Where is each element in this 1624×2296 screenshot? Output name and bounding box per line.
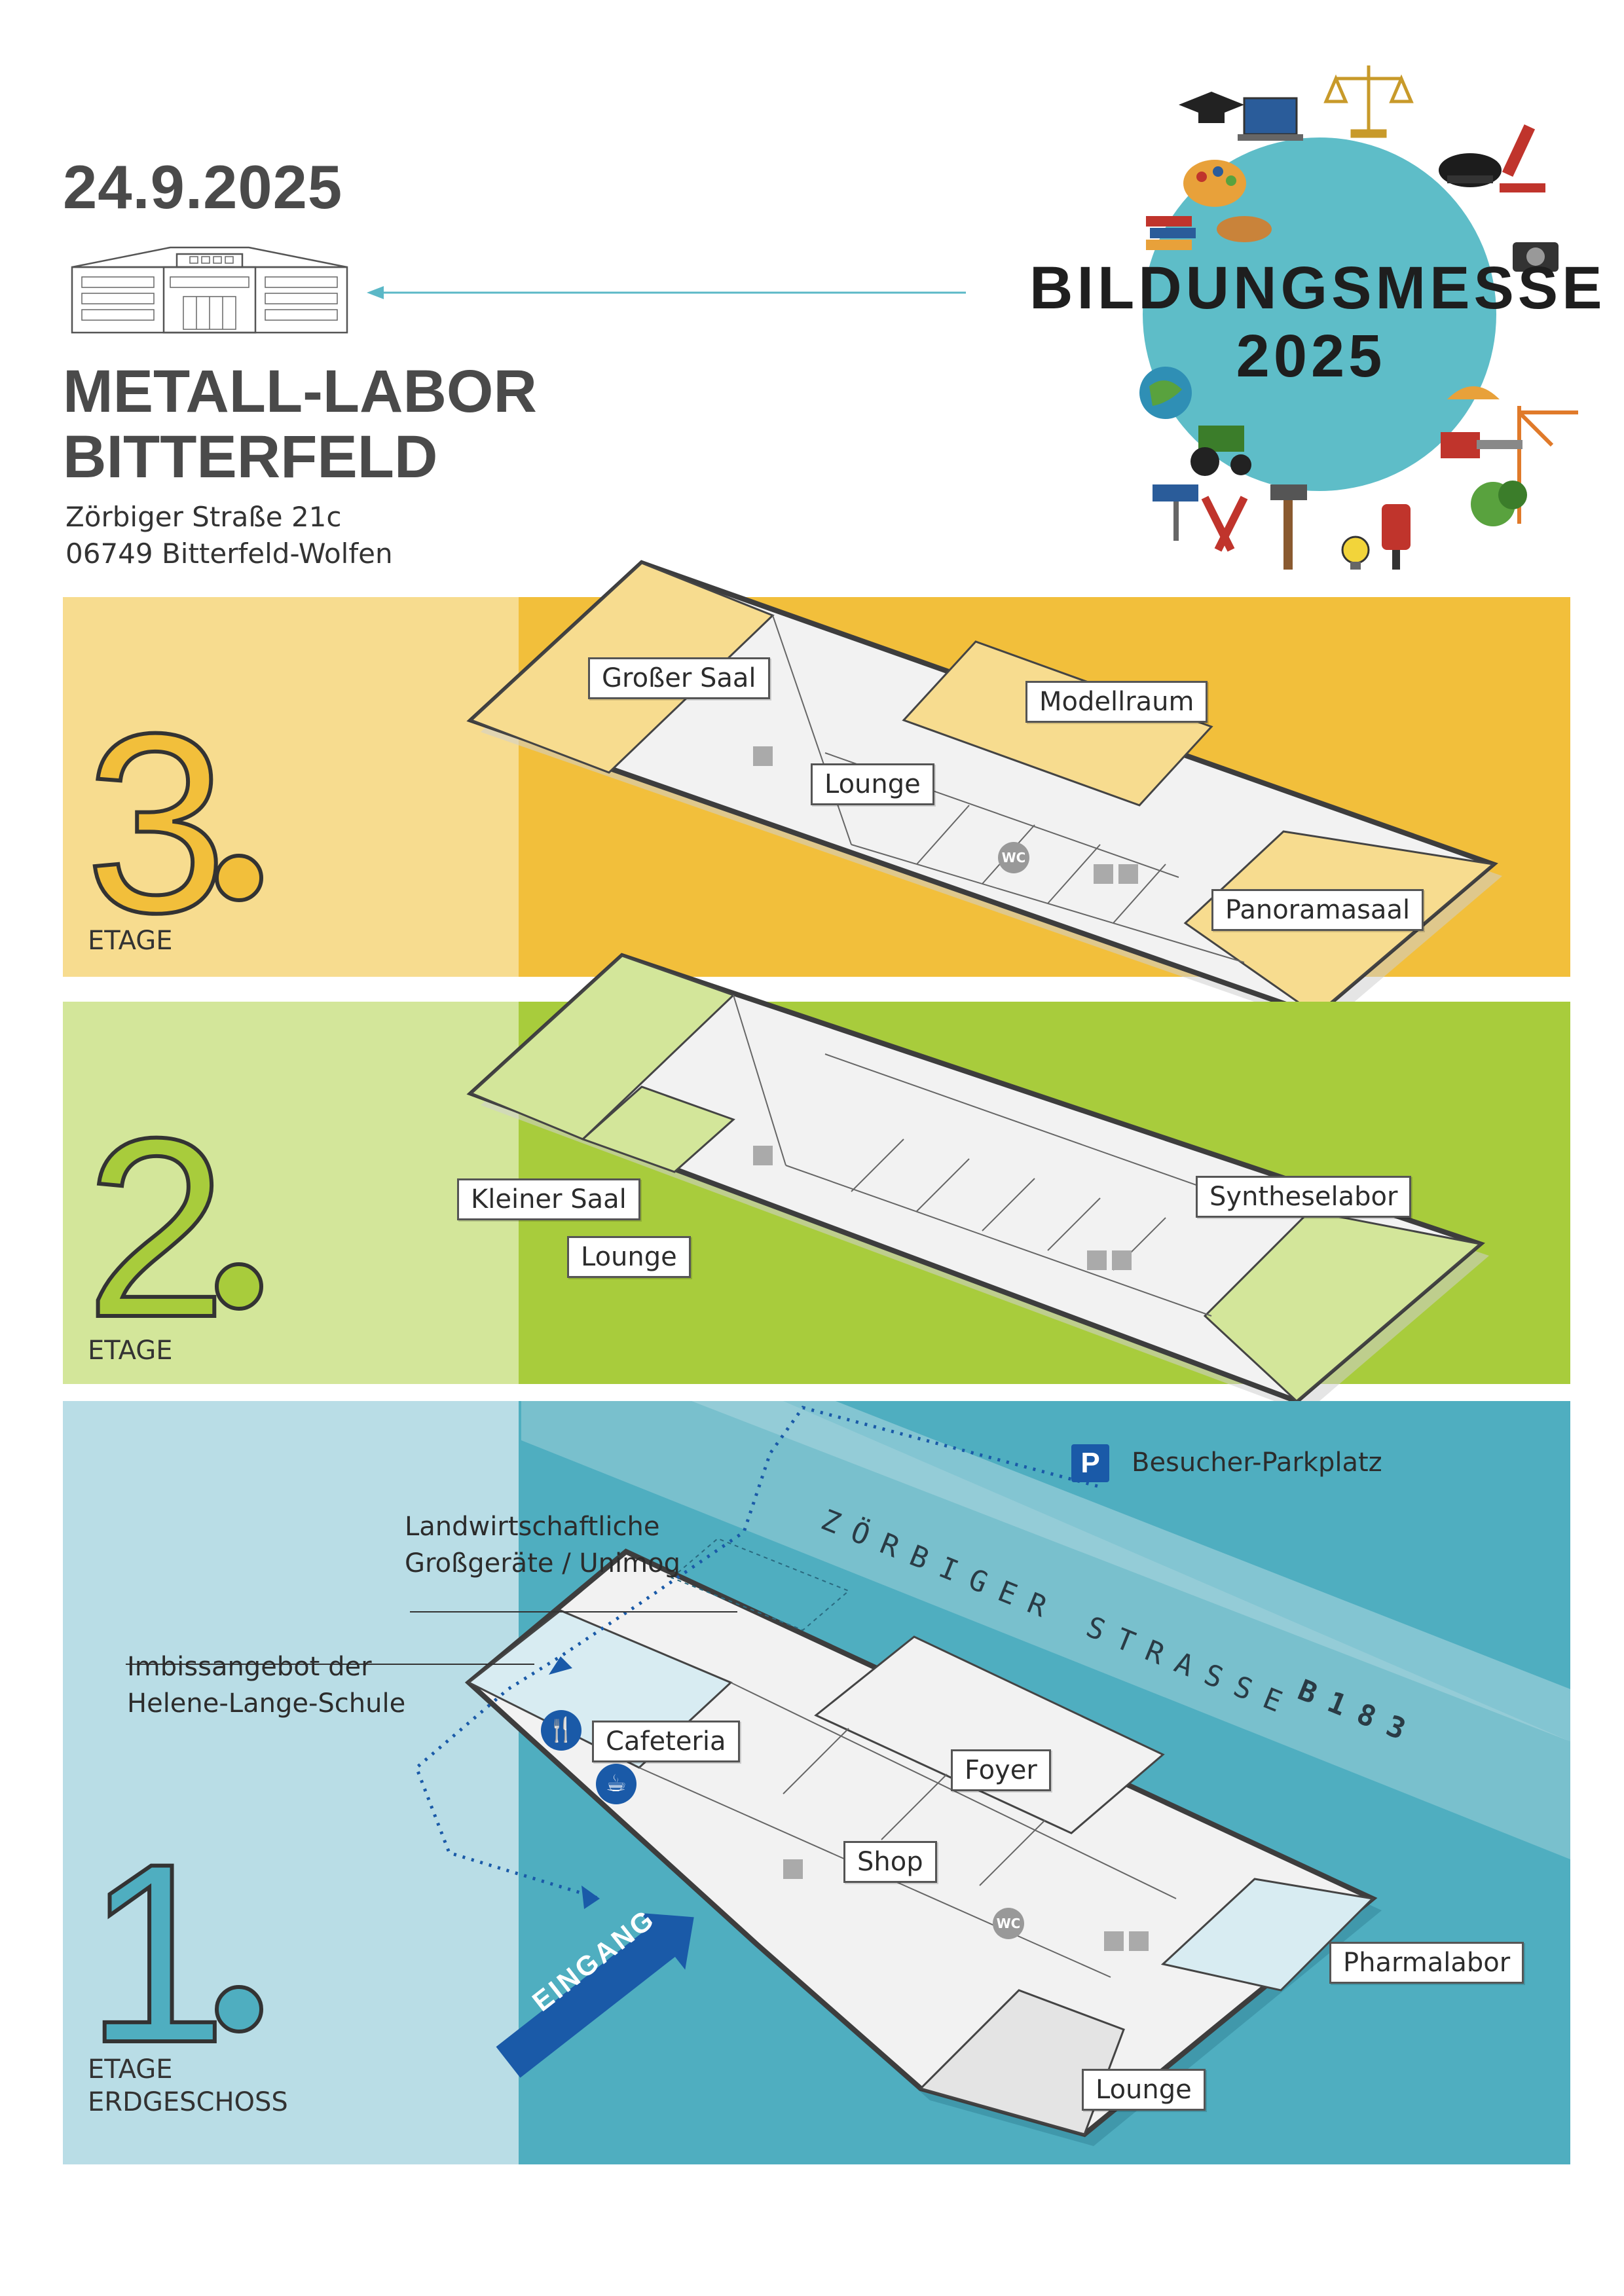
venue-address: Zörbiger Straße 21c 06749 Bitterfeld-Wol…: [65, 499, 393, 572]
stairs-icon: [1087, 1250, 1107, 1270]
entrance-arrow: [496, 1912, 694, 2078]
graduation-cap-icon: [1179, 92, 1244, 123]
unimog-annotation: Landwirtschaftliche Großgeräte / Unimog: [405, 1508, 680, 1582]
scales-icon: [1323, 65, 1414, 138]
room-label-foyer: Foyer: [951, 1749, 1051, 1791]
camera-icon: [1513, 242, 1559, 272]
address-city: 06749 Bitterfeld-Wolfen: [65, 538, 393, 570]
unimog-area: [671, 1537, 850, 1631]
books-icon: [1146, 216, 1196, 250]
palette-icon: [1183, 160, 1246, 207]
room-label-lounge-2: Lounge: [567, 1236, 691, 1278]
floor-2-dot: [215, 1262, 263, 1311]
bildungsmesse-logo: [1139, 65, 1578, 570]
imbiss-line-1: Imbissangebot der: [127, 1652, 372, 1682]
venue-line-1: METALL-LABOR: [63, 358, 537, 425]
plant-icon: [1471, 481, 1527, 526]
coffee-icon: ☕: [596, 1764, 637, 1804]
elevator-icon: [1118, 864, 1138, 884]
cutlery-icon: 🍴: [541, 1710, 581, 1751]
floor-1-band-light: [63, 1401, 519, 2164]
parking-icon: P: [1071, 1444, 1109, 1482]
venue-line-2: BITTERFELD: [63, 424, 438, 490]
imbiss-line-2: Helene-Lange-Schule: [127, 1688, 406, 1719]
floor-3-number: 3: [83, 680, 229, 966]
stairs-icon: [783, 1859, 803, 1879]
floor-1-plan: [126, 1401, 1570, 2146]
floor-1-caption: ETAGE ERDGESCHOSS: [88, 2053, 288, 2119]
floor-1-caption-line-1: ETAGE: [88, 2054, 173, 2085]
tractor-icon: [1190, 426, 1251, 476]
imbiss-annotation: Imbissangebot der Helene-Lange-Schule: [127, 1649, 405, 1722]
police-cap-icon: [1439, 153, 1502, 187]
crane-icon: [1517, 406, 1578, 524]
elevator-icon: [1112, 1250, 1132, 1270]
stairs-icon: [1104, 1931, 1124, 1951]
parking-label: Besucher-Parkplatz: [1132, 1448, 1382, 1478]
logo-title: BILDUNGSMESSE: [1029, 255, 1606, 321]
wc-icon: WC: [998, 842, 1029, 873]
room-label-cafeteria: Cafeteria: [592, 1721, 740, 1762]
stairs-icon: [753, 746, 773, 766]
unimog-line-2: Großgeräte / Unimog: [405, 1548, 680, 1578]
floor-3-plan: [466, 560, 1502, 1015]
room-label-shop: Shop: [843, 1841, 937, 1883]
room-label-grosser-saal: Großer Saal: [588, 657, 770, 699]
lounge-1-area: [919, 1989, 1125, 2136]
floor-3-caption: ETAGE: [88, 926, 173, 956]
helmet-icon: [1447, 386, 1500, 399]
room-label-modellraum: Modellraum: [1025, 681, 1208, 723]
building-icon: [71, 246, 348, 334]
floor-2-number: 2: [83, 1085, 229, 1370]
paint-roller-icon: [1153, 484, 1198, 541]
floor-1-number: 1: [83, 1810, 229, 2096]
floor-3-band-light: [63, 597, 519, 977]
address-street: Zörbiger Straße 21c: [65, 501, 342, 533]
pliers-icon: [1201, 496, 1248, 552]
floor-2-plan: [466, 953, 1489, 1413]
wc-icon: WC: [993, 1908, 1024, 1939]
globe-icon: [1139, 367, 1192, 419]
bread-icon: [1217, 216, 1272, 242]
chainsaw-icon: [1441, 432, 1522, 458]
pointer-arrow: [367, 286, 966, 299]
syntheselabor-area: [1203, 1210, 1483, 1403]
venue-name: METALL-LABOR BITTERFELD: [63, 359, 537, 490]
floor-2-band-light: [63, 1002, 519, 1384]
floor-1-caption-line-2: ERDGESCHOSS: [88, 2087, 288, 2117]
stairs-icon: [753, 1146, 773, 1165]
modellraum-area: [902, 640, 1213, 807]
zoerbiger-strasse-road: [521, 1401, 1570, 1859]
logo-year: 2025: [1236, 323, 1386, 390]
floor-1-dot: [215, 1985, 263, 2033]
unimog-line-1: Landwirtschaftliche: [405, 1512, 660, 1542]
foyer-area: [814, 1635, 1165, 1834]
pharmalabor-area: [1160, 1878, 1375, 1992]
lounge-2-area: [581, 1085, 735, 1173]
event-date: 24.9.2025: [63, 153, 343, 221]
stairs-icon: [1094, 864, 1113, 884]
room-label-kleiner-saal: Kleiner Saal: [457, 1178, 640, 1220]
room-label-lounge-1: Lounge: [1082, 2069, 1206, 2111]
room-label-panoramasaal: Panoramasaal: [1211, 889, 1424, 931]
elevator-icon: [1129, 1931, 1149, 1951]
floor-3-dot: [215, 854, 263, 902]
microphone-icon: [1382, 504, 1411, 570]
hammer-icon: [1270, 484, 1307, 570]
floor-2-caption: ETAGE: [88, 1336, 173, 1366]
room-label-syntheselabor: Syntheselabor: [1196, 1176, 1412, 1218]
room-label-lounge-3: Lounge: [811, 763, 934, 805]
light-bulb-icon: [1341, 536, 1370, 570]
laptop-icon: [1238, 97, 1303, 141]
microscope-icon: [1500, 124, 1545, 192]
room-label-pharmalabor: Pharmalabor: [1329, 1942, 1524, 1984]
